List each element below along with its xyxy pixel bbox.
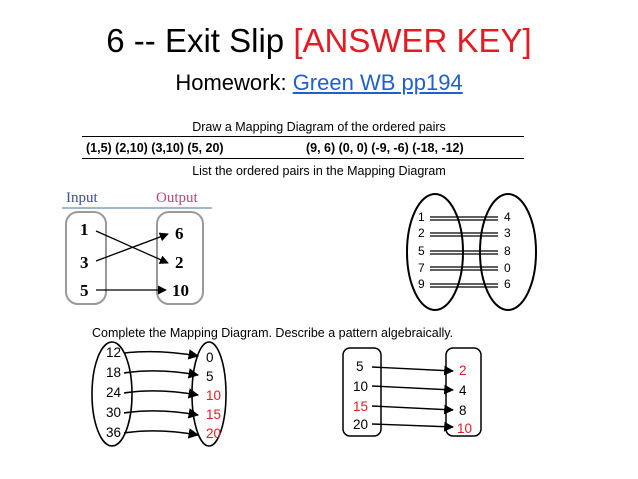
diagram2-input-2: 2 xyxy=(418,226,425,240)
diagram2-output-4: 4 xyxy=(504,210,511,224)
page-title: 6 -- Exit Slip [ANSWER KEY] xyxy=(0,22,638,60)
diagram3-input-24: 24 xyxy=(106,385,122,400)
diagram2-arrows xyxy=(430,216,498,288)
ordered-pairs-set-2: (9, 6) (0, 0) (-9, -6) (-18, -12) xyxy=(306,141,464,155)
diagram2-output-oval xyxy=(479,193,537,311)
diagram3-arrows xyxy=(123,349,200,439)
diagram2-output-3: 3 xyxy=(504,226,511,240)
output-label: Output xyxy=(156,190,198,206)
homework-link[interactable]: Green WB pp194 xyxy=(292,70,463,95)
diagram3-output-15-answer: 15 xyxy=(206,407,222,422)
diagram1-input-1: 1 xyxy=(80,220,89,239)
answer-key-label: [ANSWER KEY] xyxy=(293,22,532,59)
diagram2-output-6: 6 xyxy=(504,277,511,291)
diagram3-input-oval xyxy=(91,341,133,447)
diagram2-input-1: 1 xyxy=(418,210,425,224)
diagram4-output-2-answer: 2 xyxy=(459,363,467,378)
title-main: 6 -- Exit Slip xyxy=(106,22,294,59)
diagram1-output-6: 6 xyxy=(175,224,184,243)
diagram4-input-5: 5 xyxy=(356,359,364,374)
homework-line: Homework: Green WB pp194 xyxy=(0,70,638,96)
diagram1-input-3: 3 xyxy=(80,253,89,272)
divider-bottom xyxy=(82,158,524,159)
diagram3-input-36: 36 xyxy=(106,425,122,440)
diagram2-input-5: 5 xyxy=(418,244,425,258)
input-label: Input xyxy=(66,190,98,206)
diagram4-output-10-answer: 10 xyxy=(457,421,473,436)
diagram2-input-oval xyxy=(406,193,464,311)
ordered-pairs-set-1: (1,5) (2,10) (3,10) (5, 20) xyxy=(86,141,224,155)
diagram4-input-10: 10 xyxy=(353,379,369,394)
diagram4-input-15-answer: 15 xyxy=(353,399,369,414)
divider-top xyxy=(82,136,524,137)
diagram3-output-5: 5 xyxy=(206,369,214,384)
diagram1-output-10: 10 xyxy=(172,281,189,300)
diagram1-arrow-3-6 xyxy=(95,232,169,262)
instruction-list-pairs: List the ordered pairs in the Mapping Di… xyxy=(192,164,446,178)
diagram2-output-0: 0 xyxy=(504,261,511,275)
diagram3-output-10-answer: 10 xyxy=(206,388,222,403)
instruction-draw-mapping: Draw a Mapping Diagram of the ordered pa… xyxy=(192,120,446,134)
instruction-complete-mapping: Complete the Mapping Diagram. Describe a… xyxy=(92,326,454,340)
diagram1-input-5: 5 xyxy=(80,281,89,300)
diagram3-input-18: 18 xyxy=(106,365,122,380)
diagram3-output-0: 0 xyxy=(206,350,214,365)
diagram2-input-9: 9 xyxy=(418,277,425,291)
homework-label: Homework: xyxy=(175,70,293,95)
diagram3-input-12: 12 xyxy=(106,345,122,360)
diagram4-arrows xyxy=(371,365,454,432)
diagram4-output-4: 4 xyxy=(459,383,467,398)
diagram3-output-20-answer: 20 xyxy=(206,426,222,441)
diagram4-input-20: 20 xyxy=(353,417,369,432)
diagram2-input-7: 7 xyxy=(418,261,425,275)
diagram2-output-8: 8 xyxy=(504,244,511,258)
diagram1-output-2: 2 xyxy=(175,253,184,272)
diagram1-input-oval xyxy=(65,211,107,305)
diagram4-input-box xyxy=(342,347,382,437)
diagram4-output-8: 8 xyxy=(459,403,467,418)
diagram3-input-30: 30 xyxy=(106,405,122,420)
